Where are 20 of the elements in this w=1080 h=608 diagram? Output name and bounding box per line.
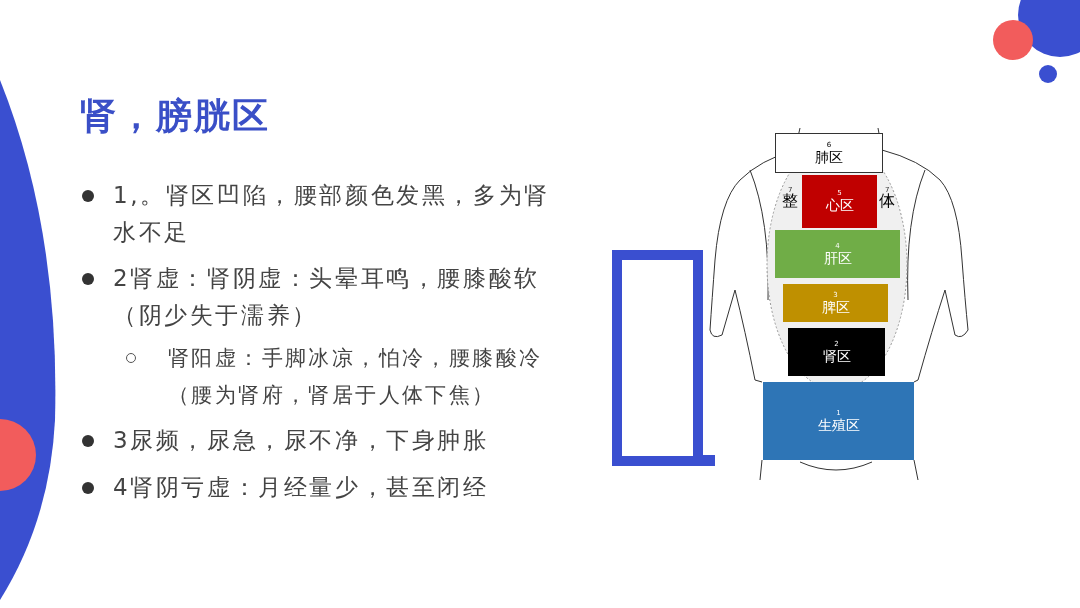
body-zone-box: [763, 382, 914, 460]
zone-label: 肾区: [822, 347, 851, 365]
slide-title: 肾，膀胱区: [80, 94, 270, 138]
bullet-text: 肾阳虚：手脚冰凉，怕冷，腰膝酸冷（腰为肾府，肾居于人体下焦）: [168, 345, 544, 409]
bullet-text: 4肾阴亏虚：月经量少，甚至闭经: [113, 473, 490, 502]
zone-label: 体: [879, 191, 895, 212]
zone-label: 心区: [825, 197, 854, 214]
body-zone-box: [775, 230, 900, 278]
bullet-text: 3尿频，尿急，尿不净，下身肿胀: [113, 426, 490, 455]
body-zone-box: [788, 328, 885, 376]
zone-label: 肝区: [823, 249, 852, 267]
zone-label: 整: [782, 191, 798, 212]
bullet-text: 1,。肾区凹陷，腰部颜色发黑，多为肾水不足: [113, 181, 551, 247]
body-zone-box: [783, 284, 888, 322]
body-zone-box: [802, 175, 877, 228]
zone-label: 脾区: [821, 298, 850, 316]
zone-label: 肺区: [815, 148, 843, 166]
zone-label: 生殖区: [817, 416, 860, 434]
body-zone-box: [775, 133, 883, 173]
bullet-text: 2肾虚：肾阴虚：头晕耳鸣，腰膝酸软（阴少失于濡养）: [113, 264, 541, 330]
